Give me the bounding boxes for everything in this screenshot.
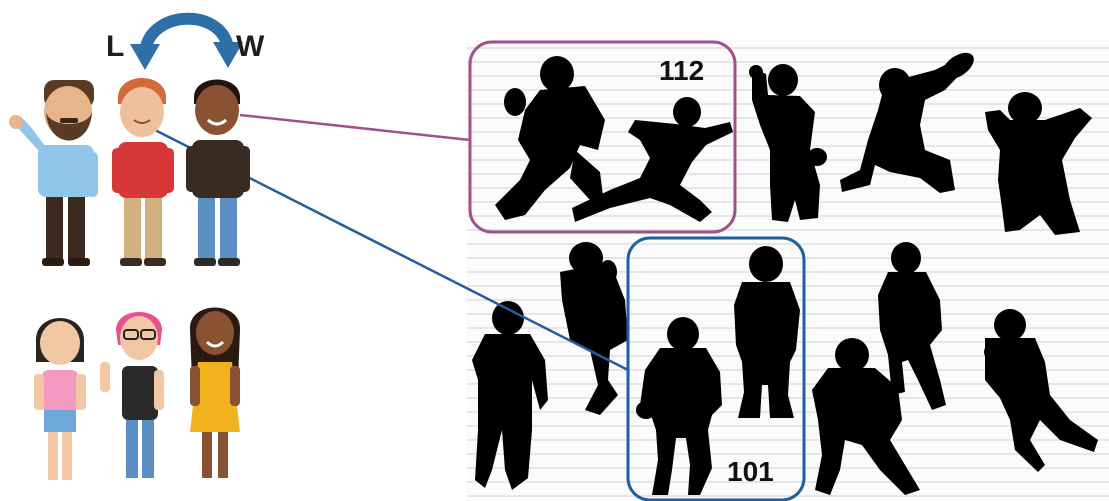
swap-label-left: L <box>106 32 124 62</box>
group-count-pink: 112 <box>659 57 704 85</box>
group-count-blue: 101 <box>727 458 774 486</box>
red-haired-man-avatar <box>112 78 174 266</box>
bearded-man-avatar <box>9 80 98 266</box>
woman-in-yellow-dress-avatar <box>190 308 240 479</box>
link-line-pink <box>240 115 470 140</box>
dark-skinned-man-avatar <box>186 80 250 267</box>
dark-haired-woman-avatar <box>34 318 86 480</box>
swap-arrow-icon <box>130 19 243 70</box>
swap-label-right: W <box>236 32 264 62</box>
pink-haired-woman-avatar <box>100 312 164 478</box>
